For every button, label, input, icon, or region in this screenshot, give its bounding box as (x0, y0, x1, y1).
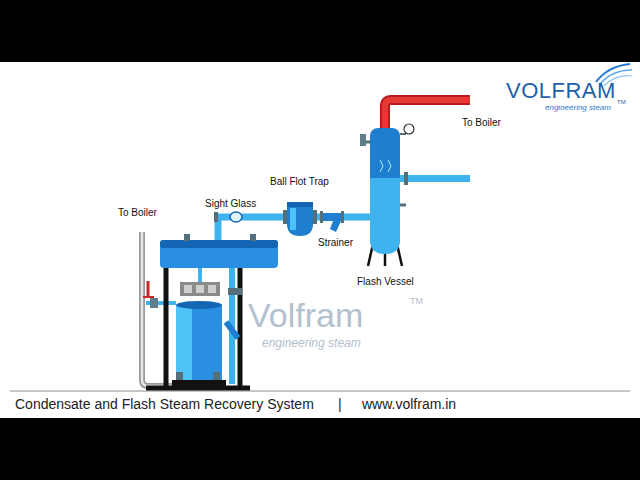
inlet-valve (176, 372, 183, 380)
level-tap (400, 204, 406, 207)
trademark: TM (617, 99, 626, 106)
watermark: engineering steam (262, 337, 361, 351)
pump-controls (184, 285, 192, 293)
flange (341, 211, 344, 223)
sight-glass (230, 212, 242, 222)
pump-controls (180, 282, 220, 296)
frame-base (146, 386, 250, 391)
strainer (323, 213, 341, 232)
outlet-valve (213, 372, 220, 380)
part-name: Strainer (318, 237, 353, 249)
trap-cover (287, 202, 313, 207)
ground (0, 62, 640, 418)
flange (283, 210, 287, 224)
vent-pipe (198, 268, 202, 282)
part-name: Sight Glass (205, 198, 256, 210)
tank-nozzle (184, 234, 190, 241)
vessel-water (370, 178, 400, 254)
inlet-pipe (400, 175, 470, 182)
watermark: Volfram (248, 296, 363, 335)
receiver-tank (160, 240, 278, 268)
frame-post (164, 262, 169, 388)
pump-controls (208, 285, 216, 293)
flange (320, 211, 323, 223)
check-valve (150, 298, 158, 308)
separator-line (10, 391, 630, 392)
gauge-stem (400, 133, 406, 135)
part-name: Ball Flot Trap (270, 176, 329, 188)
frame-post (238, 262, 243, 388)
trap-shade (290, 208, 296, 230)
logo-tagline: engineering steam (545, 103, 611, 112)
flash-steam-pipe (385, 100, 470, 130)
elbow-flange (214, 212, 218, 222)
check-valve (226, 322, 238, 338)
pump-base (172, 380, 226, 386)
flange (313, 210, 317, 224)
pipe-label: To Boiler (118, 207, 157, 219)
receiver-tank-top (160, 240, 278, 248)
pump-cap (176, 301, 222, 309)
valve (228, 288, 242, 295)
part-name: Flash Vessel (357, 276, 414, 288)
safety-valve (360, 134, 366, 146)
valve-handle (147, 281, 150, 297)
tank-nozzle (250, 234, 256, 241)
valve-handle (143, 296, 154, 298)
pump-body-shade (176, 305, 192, 383)
logo-name: VOLFRAM (506, 78, 616, 103)
website: www.volfram.in (362, 396, 456, 412)
flange (404, 172, 408, 185)
pump-controls (196, 285, 204, 293)
pipe-label: To Boiler (462, 117, 501, 129)
watermark: TM (410, 296, 423, 306)
flash-steam-pipe (385, 100, 470, 130)
flash-mark (380, 160, 391, 172)
pressure-gauge (404, 124, 414, 134)
pump-body (176, 305, 222, 383)
ball-float-trap (287, 207, 313, 236)
caption: Condensate and Flash Steam Recovery Syst… (15, 396, 314, 412)
separator-mark: | (338, 396, 342, 412)
